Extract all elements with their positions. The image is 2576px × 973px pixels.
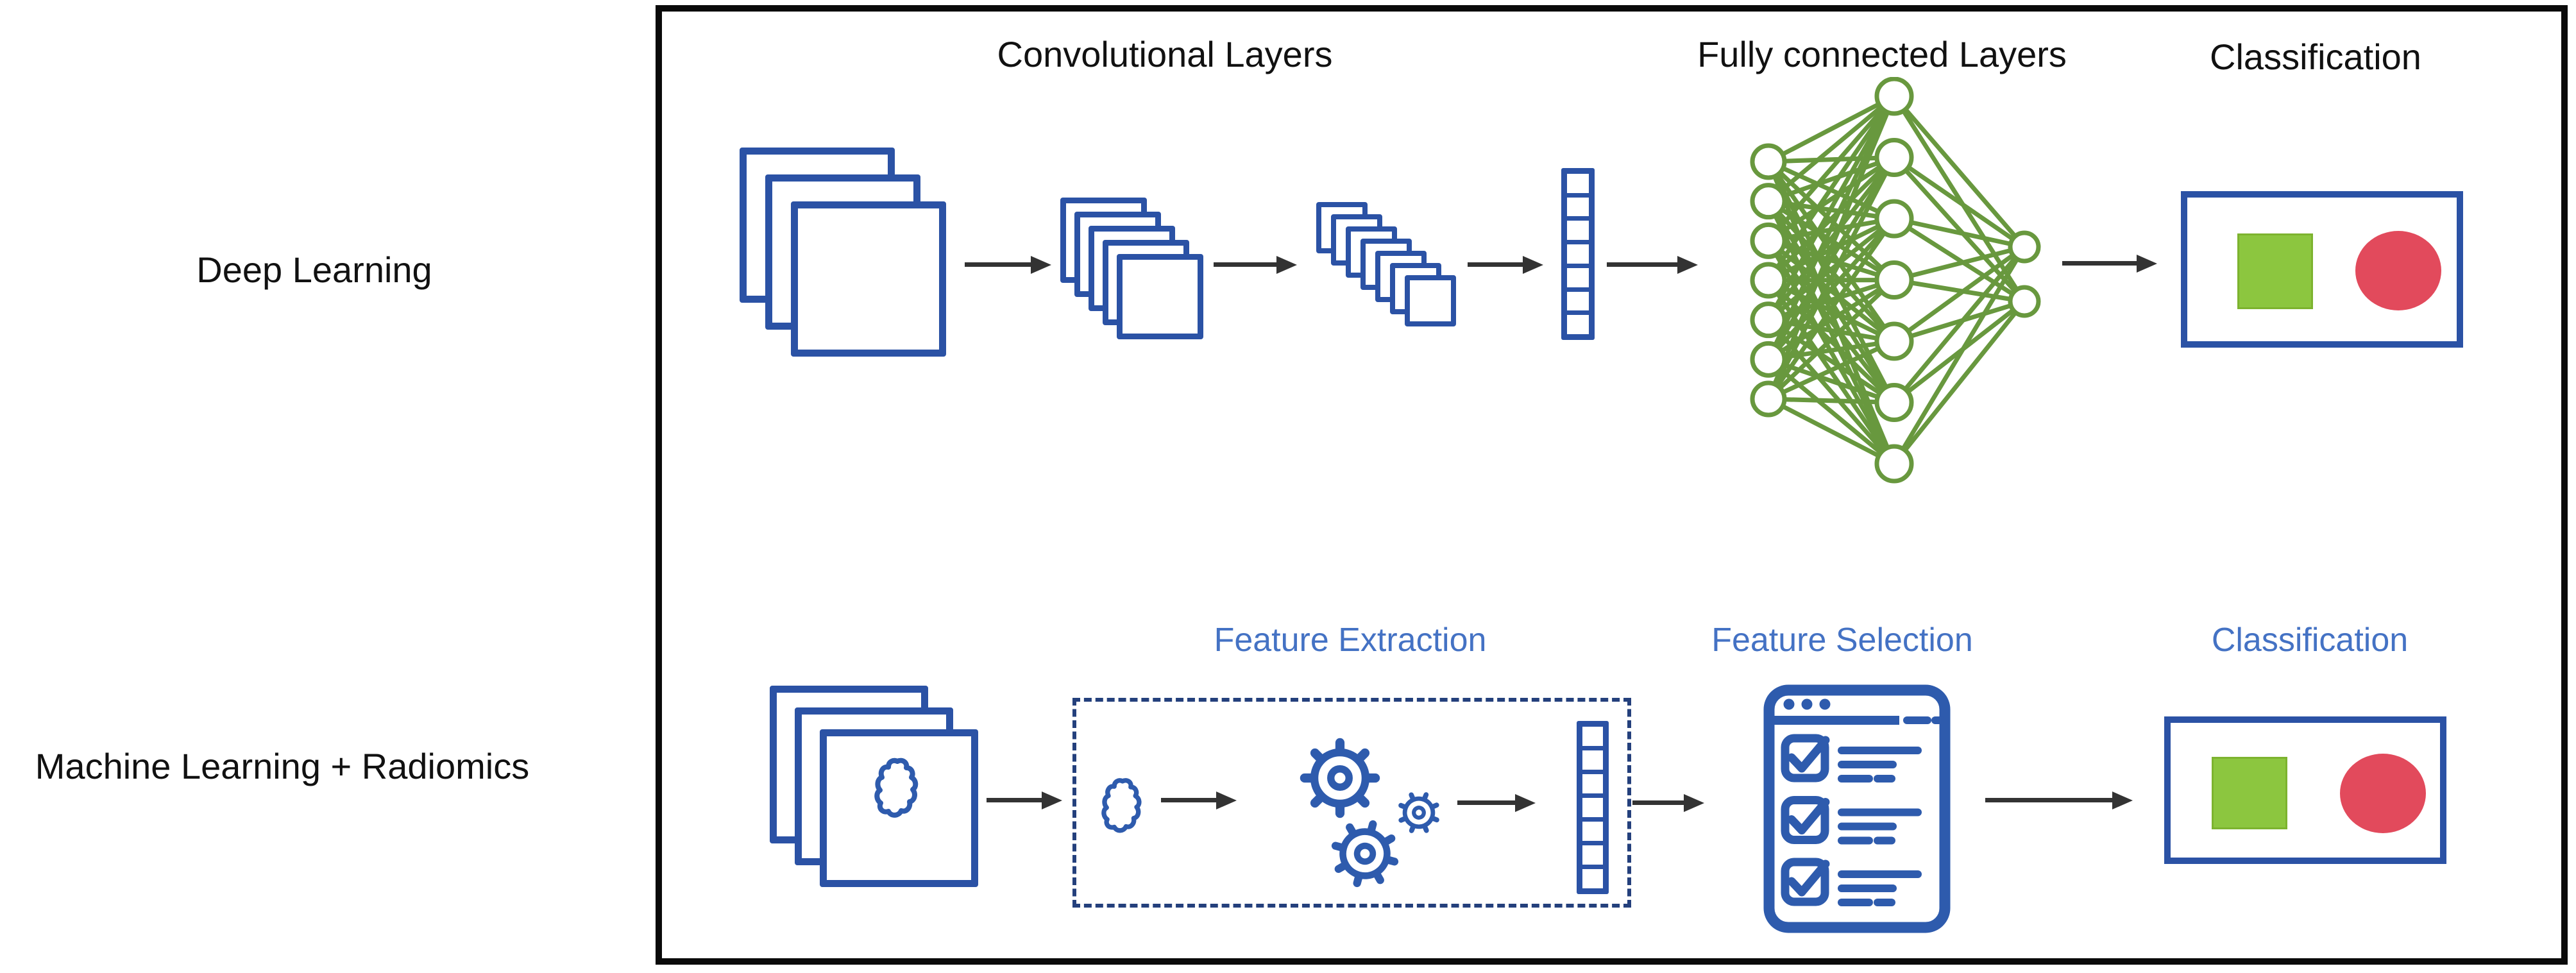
checkbox-icon	[1781, 734, 1829, 783]
row-label-machine-learning-radiomics: Machine Learning + Radiomics	[35, 746, 530, 786]
flow-arrow	[1161, 791, 1237, 809]
checkbox-icon	[1781, 796, 1829, 844]
roi-contour-icon	[874, 757, 919, 818]
checkbox-icon	[1781, 858, 1829, 906]
vector-cell	[1567, 291, 1589, 311]
checkmark-icon	[1787, 859, 1830, 897]
gear-icon-bottom	[1328, 816, 1402, 891]
roi-contour-icon	[1101, 778, 1142, 833]
vector-cell	[1582, 798, 1603, 817]
network-node	[1874, 199, 1914, 239]
title-classification-top: Classification	[2210, 37, 2421, 77]
flow-arrow	[1214, 255, 1297, 274]
class-green-square	[2212, 757, 2287, 829]
vector-cell	[1567, 197, 1589, 217]
vector-cell	[1582, 869, 1603, 888]
gear-icon-small	[1394, 788, 1445, 838]
feature-extraction-dashed-box	[1072, 698, 1631, 908]
checklist-icon	[1763, 684, 1951, 933]
network-node	[1750, 143, 1787, 180]
class-red-circle	[2355, 231, 2441, 310]
network-node	[1750, 222, 1787, 259]
network-node	[1874, 321, 1914, 361]
stacked-image-slice	[820, 729, 978, 887]
feature-vector-bottom	[1577, 721, 1609, 894]
title-convolutional-layers: Convolutional Layers	[997, 34, 1333, 74]
checkmark-icon	[1787, 736, 1830, 773]
window-dot-icon	[1783, 698, 1795, 710]
flow-arrow	[1468, 255, 1543, 274]
flow-arrow	[2062, 254, 2157, 273]
flow-arrow	[1607, 255, 1698, 274]
flow-arrow	[987, 791, 1062, 809]
vector-cell	[1567, 244, 1589, 264]
classification-box-top	[2181, 191, 2463, 348]
network-node	[1874, 383, 1914, 422]
vector-cell	[1582, 822, 1603, 841]
vector-cell	[1567, 174, 1589, 193]
network-node	[1750, 341, 1787, 378]
network-node	[1874, 138, 1914, 177]
network-node	[2008, 230, 2041, 264]
network-node	[2008, 285, 2041, 318]
flow-arrow	[1457, 793, 1536, 812]
checklist-rows	[1781, 734, 1922, 906]
figure-border	[656, 5, 2568, 965]
network-node	[1750, 301, 1787, 339]
flow-arrow	[1985, 791, 2133, 809]
flow-arrow	[965, 255, 1051, 274]
stacked-image-slice	[791, 201, 946, 357]
stacked-image-slice	[1117, 254, 1203, 339]
title-fully-connected-layers: Fully connected Layers	[1697, 34, 2067, 74]
flow-arrow	[1632, 793, 1704, 812]
feature-vector-top	[1561, 168, 1595, 340]
network-node	[1874, 444, 1914, 484]
title-classification-bottom: Classification	[2211, 622, 2409, 659]
class-red-circle	[2340, 754, 2426, 833]
network-node	[1874, 260, 1914, 300]
network-node	[1750, 262, 1787, 299]
stacked-image-slice	[1405, 275, 1456, 326]
classification-box-bottom	[2164, 716, 2446, 864]
gear-icon-large	[1305, 743, 1375, 813]
vector-cell	[1582, 845, 1603, 865]
vector-cell	[1582, 774, 1603, 793]
network-node	[1750, 380, 1787, 418]
title-feature-selection: Feature Selection	[1711, 622, 1973, 659]
fully-connected-network	[1750, 77, 2041, 484]
gears-icon	[1289, 718, 1462, 898]
row-label-deep-learning: Deep Learning	[196, 250, 432, 290]
network-node	[1750, 183, 1787, 220]
vector-cell	[1567, 221, 1589, 241]
network-node	[1874, 77, 1914, 116]
vector-cell	[1567, 315, 1589, 335]
checkmark-icon	[1787, 798, 1830, 834]
vector-cell	[1567, 267, 1589, 287]
window-dot-icon	[1801, 698, 1813, 710]
vector-cell	[1582, 750, 1603, 770]
window-dot-icon	[1819, 698, 1831, 710]
vector-cell	[1582, 727, 1603, 746]
title-feature-extraction: Feature Extraction	[1214, 622, 1487, 659]
class-green-square	[2237, 233, 2313, 309]
